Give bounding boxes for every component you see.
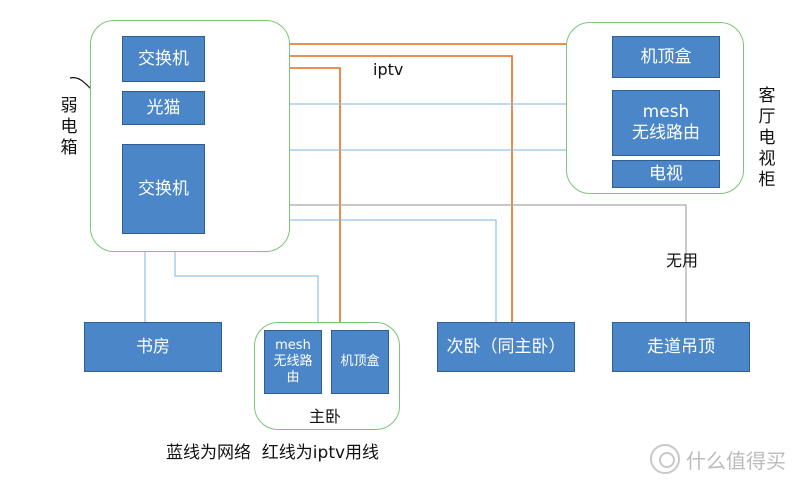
tv-box: 电视 xyxy=(612,160,720,188)
study-box: 书房 xyxy=(84,322,222,372)
optical-modem-box: 光猫 xyxy=(122,91,205,125)
iptv-label: iptv xyxy=(373,60,404,79)
living-cabinet-label: 客厅电视柜 xyxy=(758,86,776,190)
master-bedroom-label: 主卧 xyxy=(309,407,342,426)
living-mesh-router-box: mesh 无线路由 xyxy=(612,90,720,156)
iptv-line-second-bedroom xyxy=(205,55,513,322)
unused-label: 无用 xyxy=(666,251,699,270)
zhide-logo-icon xyxy=(650,444,680,474)
weak-box-label: 弱电箱 xyxy=(60,96,78,158)
net-line-second-bedroom xyxy=(205,219,497,322)
second-bedroom-box: 次卧（同主卧） xyxy=(437,322,575,372)
living-stb-box: 机顶盒 xyxy=(612,36,720,78)
watermark-text: 什么值得买 xyxy=(686,448,786,473)
switch-top-box: 交换机 xyxy=(122,36,205,82)
net-line-master-mesh xyxy=(174,232,319,330)
switch-main-box: 交换机 xyxy=(122,144,205,234)
watermark: 什么值得买 xyxy=(650,444,786,474)
master-mesh-router-box: mesh 无线路 由 xyxy=(264,330,322,394)
corridor-ceiling-box: 走道吊顶 xyxy=(612,322,750,372)
unused-line-corridor xyxy=(205,204,687,322)
master-stb-box: 机顶盒 xyxy=(331,330,389,394)
legend-caption: 蓝线为网络 红线为iptv用线 xyxy=(166,443,380,463)
